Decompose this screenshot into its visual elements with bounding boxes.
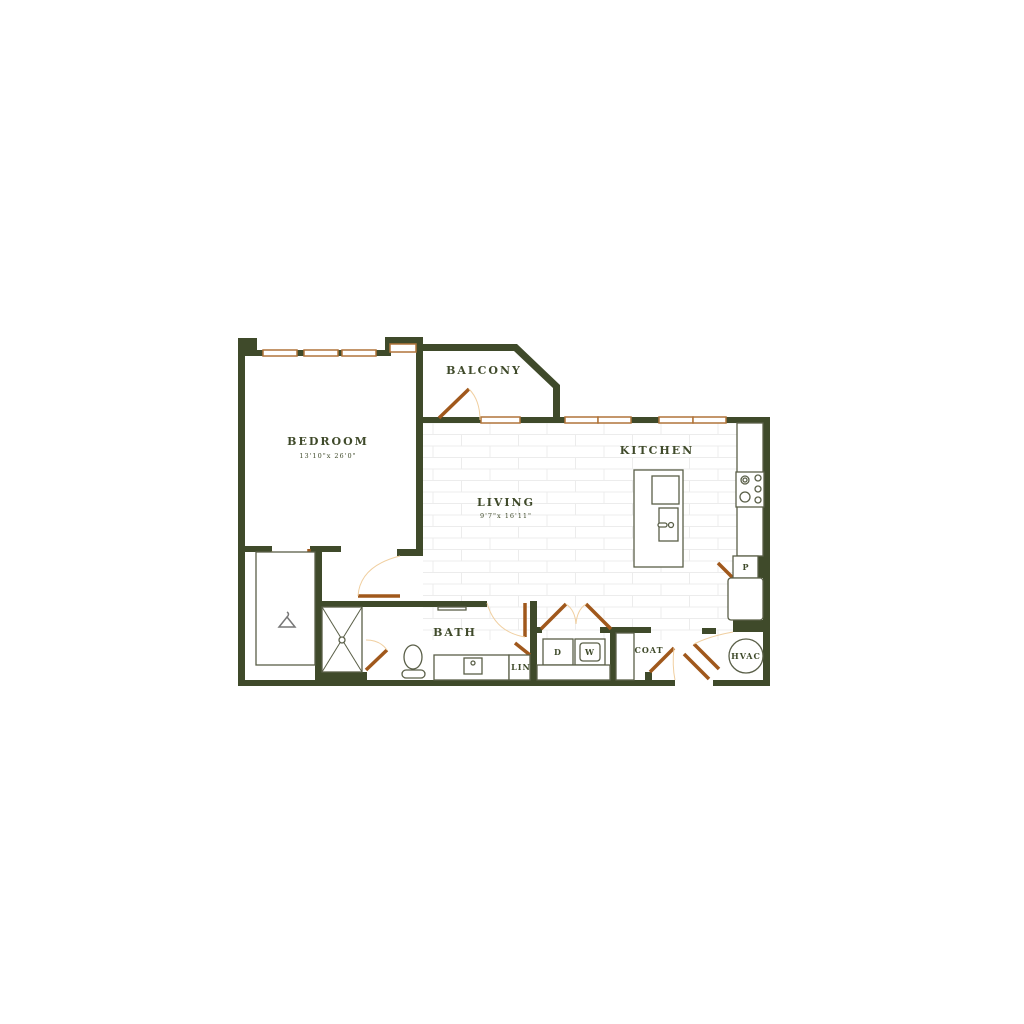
hvac-label: HVAC [731, 651, 761, 661]
refrigerator [727, 577, 764, 621]
living-floor-tiles [423, 422, 737, 640]
windows [262, 343, 727, 424]
bedroom-label: BEDROOM [287, 435, 369, 448]
closet-shelf [255, 551, 316, 666]
fixtures [255, 422, 765, 681]
living-label: LIVING [477, 496, 535, 509]
bath-label: BATH [433, 626, 477, 639]
linen-label: LIN [511, 662, 531, 672]
labels: BEDROOM 13'10"x 26'0" BALCONY LIVING 9'7… [287, 364, 761, 672]
living-dimensions: 9'7"x 16'11" [480, 512, 532, 520]
bedroom-dimensions: 13'10"x 26'0" [299, 452, 356, 460]
hanger-icon [277, 611, 297, 628]
coat-label: COAT [634, 645, 663, 655]
balcony-label: BALCONY [446, 364, 522, 377]
hvac-unit [728, 638, 764, 674]
toilet [403, 644, 423, 670]
sink-icon [463, 657, 483, 675]
pantry-label: P [742, 562, 749, 572]
washer-label: W [584, 647, 595, 657]
kitchen-label: KITCHEN [620, 444, 694, 457]
dryer-label: D [554, 647, 562, 657]
